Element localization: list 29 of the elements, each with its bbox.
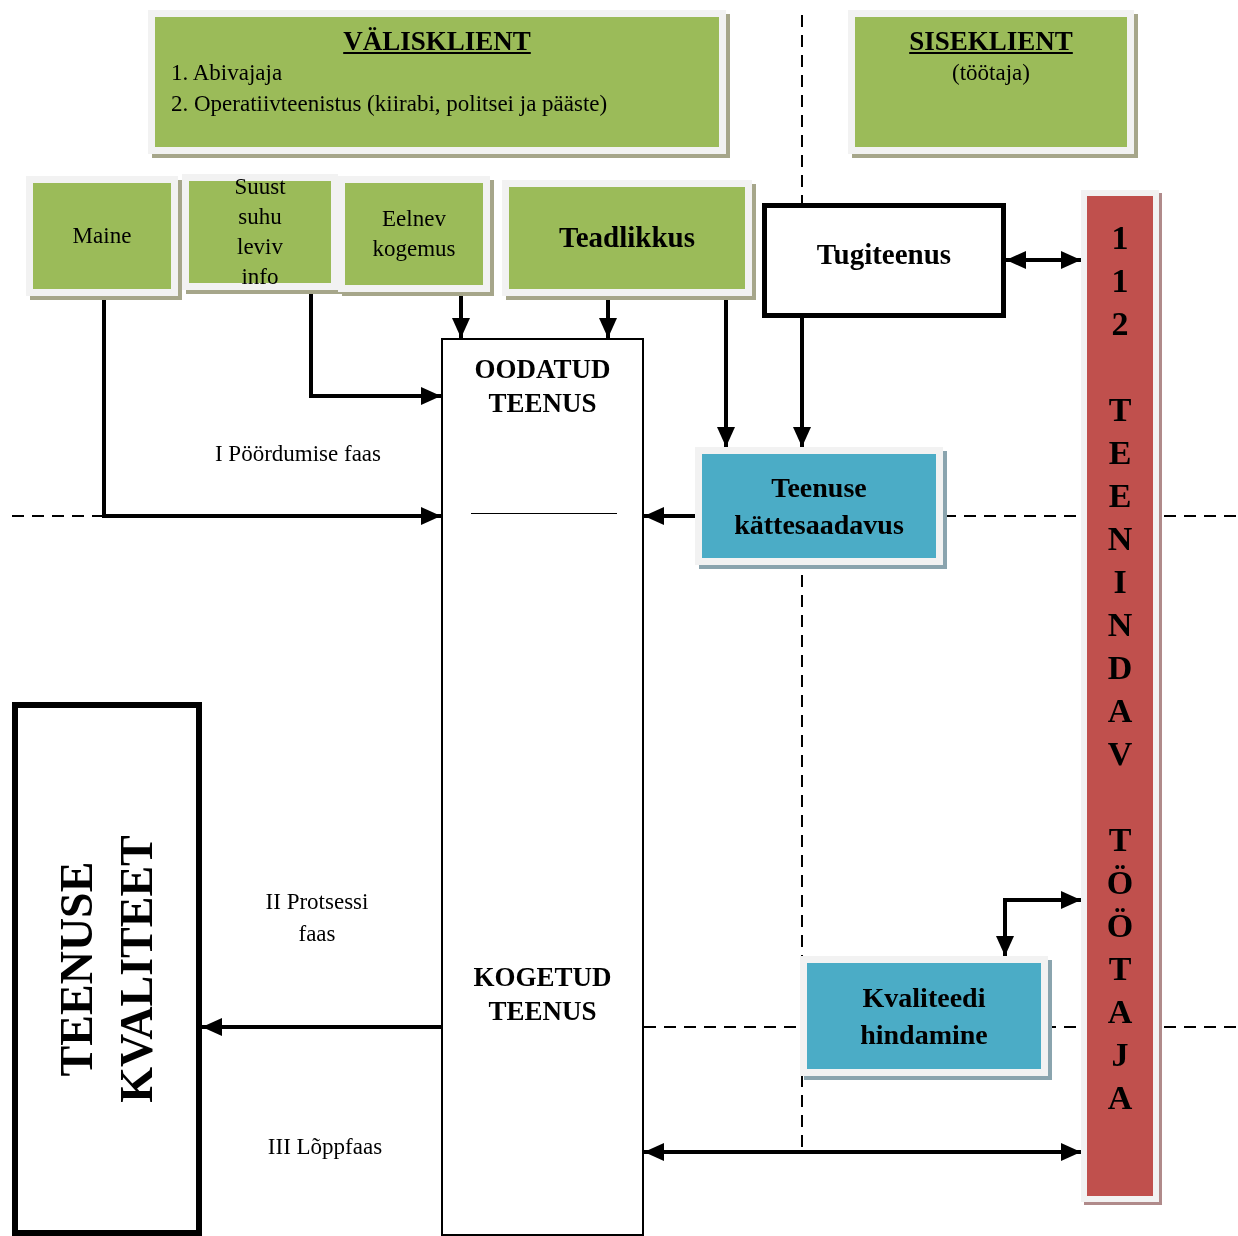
arrow <box>644 507 695 525</box>
box-label: Kvaliteedi hindamine <box>859 981 989 1052</box>
arrow <box>202 1018 441 1036</box>
phase-label: I Pöördumise faas <box>213 440 383 468</box>
heading: VÄLISKLIENT <box>342 25 532 57</box>
arrow <box>793 318 811 447</box>
rotated-label: TEENUSE KVALITEET <box>50 834 163 1105</box>
vertical-text: 112 TEENINDAV TÖÖTAJA <box>1105 218 1135 1118</box>
box-label: KOGETUD TEENUS <box>472 961 613 1028</box>
box-label: Tugiteenus <box>816 236 952 272</box>
box-label: OODATUD TEENUS <box>473 353 612 420</box>
arrow <box>644 1143 1081 1161</box>
box-label: Suust suhu leviv info <box>233 173 287 291</box>
arrow <box>1006 251 1081 269</box>
process-box <box>762 203 1006 318</box>
process-box <box>441 338 644 1236</box>
process-box <box>12 702 202 1236</box>
subtitle: (töötaja) <box>951 59 1031 87</box>
list-item: 1. Abivajaja <box>171 59 284 87</box>
box-label: Teadlikkus <box>559 220 695 256</box>
box-label: Eelnev kogemus <box>371 205 457 263</box>
vertical-bar <box>1081 190 1159 1202</box>
heading: SISEKLIENT <box>908 25 1074 57</box>
box-label: Teenuse kättesaadavus <box>733 471 905 542</box>
arrow <box>996 891 1081 956</box>
phase-label: II Protsessi faas <box>264 888 370 948</box>
phase-label: III Lõppfaas <box>266 1133 384 1161</box>
box-label: Maine <box>72 222 132 250</box>
list-item: 2. Operatiivteenistus (kiirabi, politsei ja pääste) <box>171 90 609 118</box>
